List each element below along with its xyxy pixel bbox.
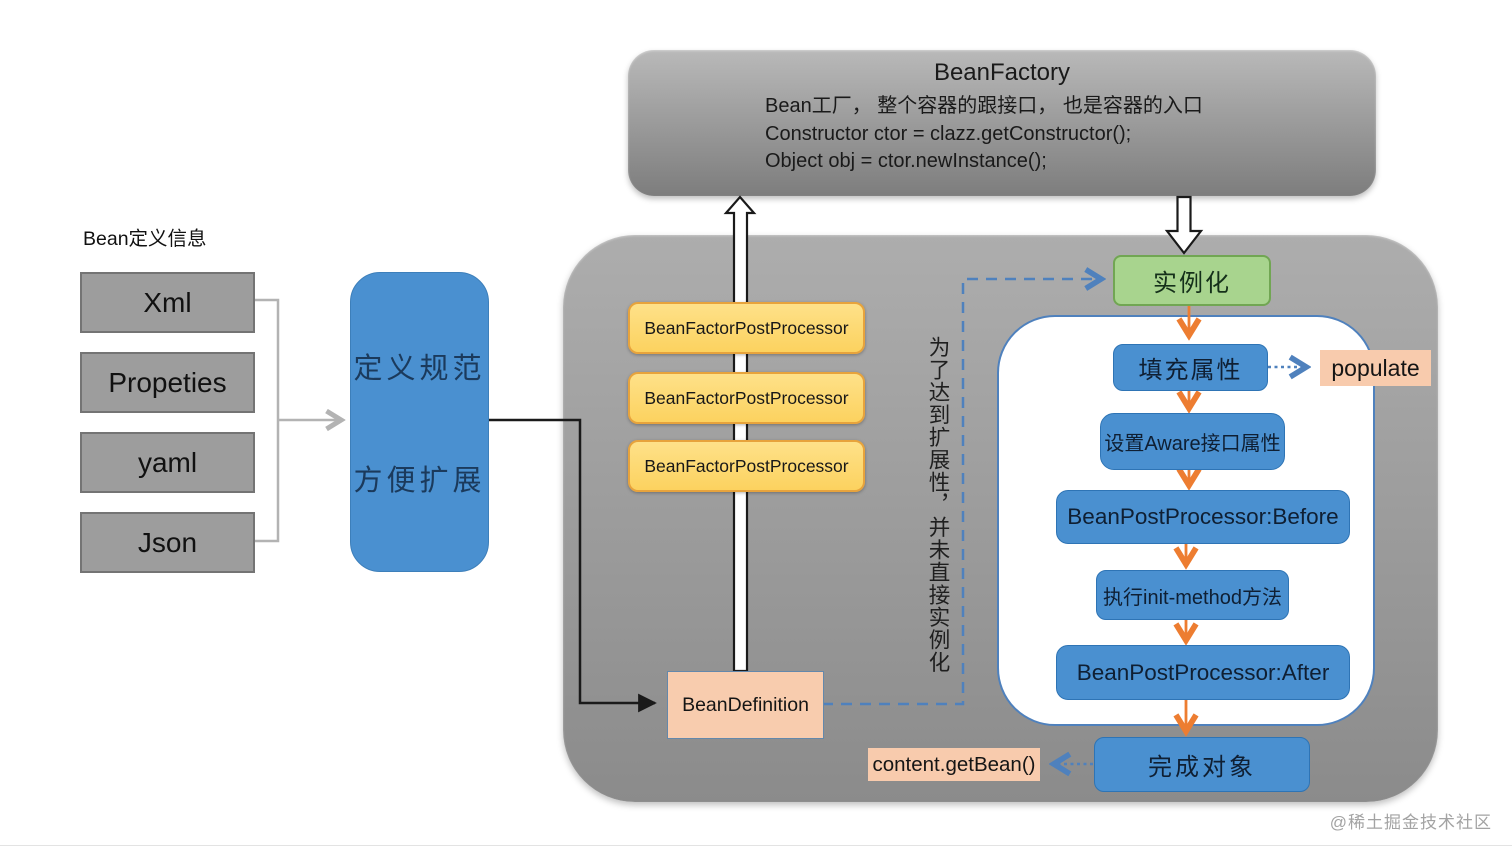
beanfactory-title: BeanFactory — [933, 59, 1071, 86]
watermark: @稀土掘金技术社区 — [1329, 813, 1492, 832]
beanfactorpostprocessor-box-1: BeanFactorPostProcessor — [628, 302, 865, 354]
source-box-xml: Xml — [80, 272, 255, 333]
beanpostprocessor-after-box: BeanPostProcessor:After — [1056, 645, 1350, 700]
source-box-json: Json — [80, 512, 255, 573]
beanfactorpostprocessor-box-3: BeanFactorPostProcessor — [628, 440, 865, 492]
spec-box: 定义规范 方便扩展 — [350, 272, 489, 572]
extensibility-note: 为了达到扩展性，并未直接实例化 — [926, 336, 950, 674]
source-box-propeties: Propeties — [80, 352, 255, 413]
beanfactory-description: Bean工厂， 整个容器的跟接口， 也是容器的入口 Constructor ct… — [765, 93, 1376, 176]
fill-properties-box: 填充属性 — [1113, 344, 1268, 391]
instantiate-box: 实例化 — [1113, 255, 1271, 306]
source-box-yaml: yaml — [80, 432, 255, 493]
spec-line-1: 定义规范 — [353, 353, 486, 385]
set-aware-box: 设置Aware接口属性 — [1100, 413, 1285, 470]
beanfactory-line-2: Constructor ctor = clazz.getConstructor(… — [765, 122, 1132, 145]
populate-box: populate — [1320, 350, 1431, 386]
beanfactory-line-3: Object obj = ctor.newInstance(); — [765, 150, 1047, 172]
complete-object-box: 完成对象 — [1094, 737, 1310, 792]
bottom-rule — [0, 845, 1512, 846]
beanfactory-box: BeanFactory Bean工厂， 整个容器的跟接口， 也是容器的入口 Co… — [628, 50, 1376, 196]
content-getbean-box: content.getBean() — [868, 748, 1040, 781]
beanpostprocessor-before-box: BeanPostProcessor:Before — [1056, 490, 1350, 544]
sources-bracket-line — [251, 298, 280, 543]
beandefinition-box: BeanDefinition — [667, 671, 824, 739]
init-method-box: 执行init-method方法 — [1096, 570, 1289, 620]
beanfactory-line-1: Bean工厂， 整个容器的跟接口， 也是容器的入口 — [765, 95, 1203, 117]
spec-line-2: 方便扩展 — [353, 465, 486, 497]
bean-definition-info-label: Bean定义信息 — [83, 228, 207, 250]
beanfactorpostprocessor-box-2: BeanFactorPostProcessor — [628, 372, 865, 424]
